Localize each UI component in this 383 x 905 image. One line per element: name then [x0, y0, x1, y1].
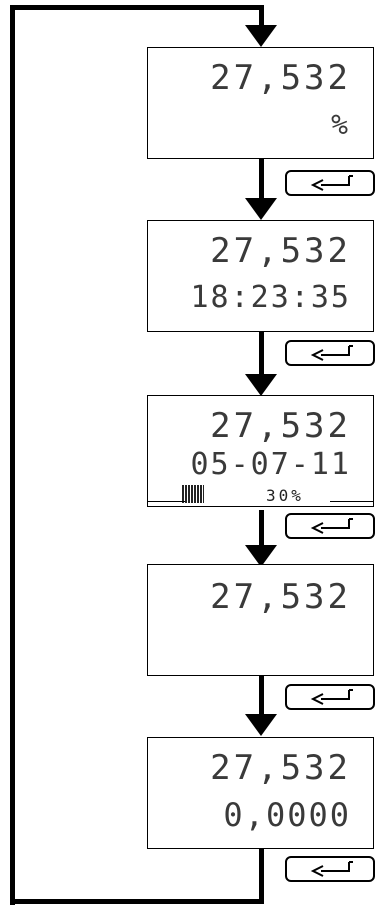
arrowhead-icon	[245, 198, 277, 220]
enter-key-1[interactable]	[285, 170, 375, 196]
enter-arrow-icon	[310, 689, 353, 705]
arrowhead-icon	[245, 374, 277, 396]
display-screen-3: 27,532 05-07-11 30%	[147, 395, 374, 507]
screen-3-underline-left	[147, 501, 185, 502]
battery-icon	[182, 485, 204, 503]
display-screen-1: 27,532 %	[147, 47, 374, 159]
flow-line-3	[259, 510, 264, 550]
enter-arrow-icon	[310, 345, 353, 361]
loop-left-line	[10, 5, 15, 905]
loop-bottom-line	[10, 899, 264, 904]
enter-key-3[interactable]	[285, 513, 375, 539]
arrowhead-icon	[245, 545, 277, 567]
display-value: 27,532	[210, 748, 351, 788]
display-value: 27,532	[210, 58, 351, 98]
battery-percent: 30%	[266, 486, 304, 505]
screen-3-underline-right	[330, 501, 374, 502]
display-value: 27,532	[210, 231, 351, 271]
flow-line-5	[259, 849, 264, 904]
flow-line-0	[259, 5, 264, 31]
display-screen-2: 27,532 18:23:35	[147, 220, 374, 332]
loop-top-line	[10, 5, 264, 10]
enter-arrow-icon	[310, 861, 353, 877]
display-unit: %	[331, 108, 351, 141]
enter-key-2[interactable]	[285, 340, 375, 366]
display-zero-value: 0,0000	[223, 796, 351, 834]
flow-line-4	[259, 676, 264, 720]
display-value: 27,532	[210, 406, 351, 446]
flow-line-1	[259, 154, 264, 204]
display-time: 18:23:35	[190, 280, 351, 315]
enter-key-5[interactable]	[285, 856, 375, 882]
arrowhead-icon	[245, 25, 277, 47]
enter-arrow-icon	[310, 518, 353, 534]
display-screen-5: 27,532 0,0000	[147, 737, 374, 849]
enter-key-4[interactable]	[285, 684, 375, 710]
enter-arrow-icon	[310, 175, 353, 191]
display-screen-4: 27,532	[147, 564, 374, 676]
display-value: 27,532	[210, 577, 351, 617]
flow-line-2	[259, 330, 264, 380]
display-date: 05-07-11	[190, 447, 351, 482]
arrowhead-icon	[245, 714, 277, 736]
